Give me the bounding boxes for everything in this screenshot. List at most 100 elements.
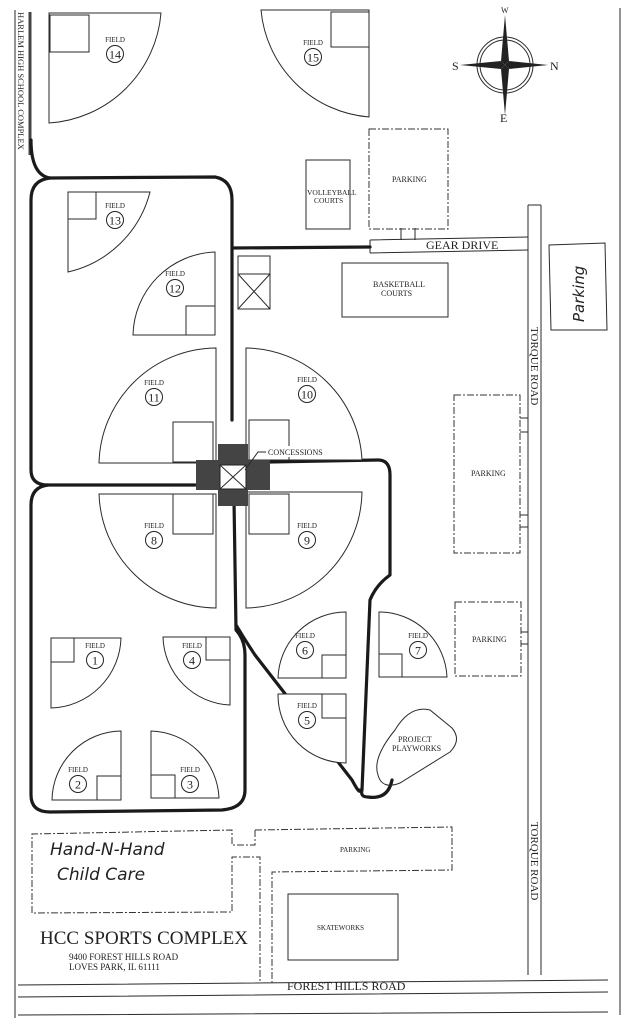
compass-point-down <box>501 65 509 115</box>
field-5-infield <box>321 693 347 719</box>
walking-path-loop-upper <box>29 176 197 487</box>
field-label: FIELD <box>105 202 125 210</box>
field-number-circle <box>145 388 163 406</box>
field-label: FIELD <box>295 632 315 640</box>
field-number-circle <box>296 641 314 659</box>
field-number-circle <box>298 711 316 729</box>
field-number: 9 <box>304 534 310 548</box>
parking-connector <box>400 228 416 240</box>
field-label: FIELD <box>303 39 323 47</box>
field-markers: FIELD1FIELD2FIELD3FIELD4FIELD5FIELD6FIEL… <box>68 36 428 793</box>
field-number: 1 <box>92 654 98 668</box>
field-number: 7 <box>415 644 421 658</box>
field-8-marker: FIELD 8 <box>144 522 164 549</box>
field-4-infield <box>205 636 231 661</box>
field-number-circle <box>69 775 87 793</box>
field-1-marker: FIELD 1 <box>85 642 105 669</box>
field-number: 2 <box>75 778 81 792</box>
harlem-label: HARLEM HIGH SCHOOL COMPLEX <box>16 12 26 150</box>
field-number: 8 <box>151 534 157 548</box>
field-number-circle <box>298 531 316 549</box>
field-number-circle <box>166 279 184 297</box>
forest-hills-road-edges <box>17 979 609 1016</box>
field-9-infield <box>248 493 290 535</box>
torque-road-label-1: TORQUE ROAD <box>528 327 540 405</box>
field-8-outline <box>98 493 217 609</box>
field-number-circle <box>304 48 322 66</box>
handwritten-parking-label: Parking <box>570 266 588 322</box>
skateworks-box <box>287 893 399 961</box>
field-15-infield <box>330 11 370 48</box>
field-13-infield <box>67 191 97 220</box>
parking-southeast-label: PARKING <box>472 635 507 644</box>
parking-south[interactable] <box>31 826 453 983</box>
parking-southeast[interactable] <box>454 601 522 677</box>
field-2-infield <box>96 775 122 801</box>
parking-south-label: PARKING <box>340 846 370 854</box>
field-label: FIELD <box>85 642 105 650</box>
field-1-infield <box>50 637 75 663</box>
torque-road-label-2: TORQUE ROAD <box>528 822 540 900</box>
field-number-circle <box>86 651 104 669</box>
field-number: 13 <box>109 214 121 228</box>
field-label: FIELD <box>297 522 317 530</box>
field-14-infield <box>49 14 90 53</box>
field-6-infield <box>321 654 347 679</box>
field-13-marker: FIELD 13 <box>105 202 125 229</box>
field-number-circle <box>298 385 316 403</box>
project-playworks-area <box>376 708 457 786</box>
compass-e: E <box>500 111 507 125</box>
field-label: FIELD <box>297 702 317 710</box>
address-line-2: LOVES PARK, IL 61111 <box>69 962 160 972</box>
basketball-label-1: BASKETBALL <box>373 280 425 289</box>
field-number-circle <box>409 641 427 659</box>
concessions-label: CONCESSIONS <box>268 448 323 457</box>
playworks-label-2: PLAYWORKS <box>392 744 441 753</box>
field-4-outline <box>162 636 231 706</box>
childcare-label-2: Child Care <box>57 865 145 885</box>
parking-north-label: PARKING <box>392 175 427 184</box>
parking-north[interactable] <box>368 128 449 230</box>
field-label: FIELD <box>144 522 164 530</box>
field-12-infield <box>185 305 216 336</box>
compass-point-up <box>501 15 509 65</box>
compass-point-right <box>505 61 548 69</box>
field-number: 10 <box>301 388 313 402</box>
skateworks-label: SKATEWORKS <box>317 924 364 932</box>
field-9-marker: FIELD 9 <box>297 522 317 549</box>
field-number-circle <box>106 45 124 63</box>
concessions-leader-line <box>244 451 266 471</box>
field-7-infield <box>378 653 403 678</box>
field-label: FIELD <box>180 766 200 774</box>
field-number: 5 <box>304 714 310 728</box>
parking-east[interactable] <box>453 394 521 554</box>
field-label: FIELD <box>68 766 88 774</box>
volleyball-label-2: COURTS <box>314 196 343 205</box>
field-11-infield <box>172 421 214 463</box>
concessions-x-icon <box>219 464 247 490</box>
compass-point-left <box>460 61 505 69</box>
field-number-circle <box>183 651 201 669</box>
gear-drive-edges <box>369 236 529 254</box>
field-9-outline <box>245 491 363 609</box>
field-11-outline <box>98 347 217 464</box>
field-3-infield <box>150 774 176 799</box>
parking-east-connectors <box>520 417 528 528</box>
field-14-outline <box>48 12 162 124</box>
field-number: 12 <box>169 282 181 296</box>
playworks-label-1: PROJECT <box>398 735 432 744</box>
walking-path-gear <box>230 245 372 250</box>
field-number-circle <box>106 211 124 229</box>
basketball-label-2: COURTS <box>381 289 412 298</box>
field-label: FIELD <box>105 36 125 44</box>
compass-w: W <box>501 6 509 15</box>
field-13-outline <box>67 191 151 273</box>
